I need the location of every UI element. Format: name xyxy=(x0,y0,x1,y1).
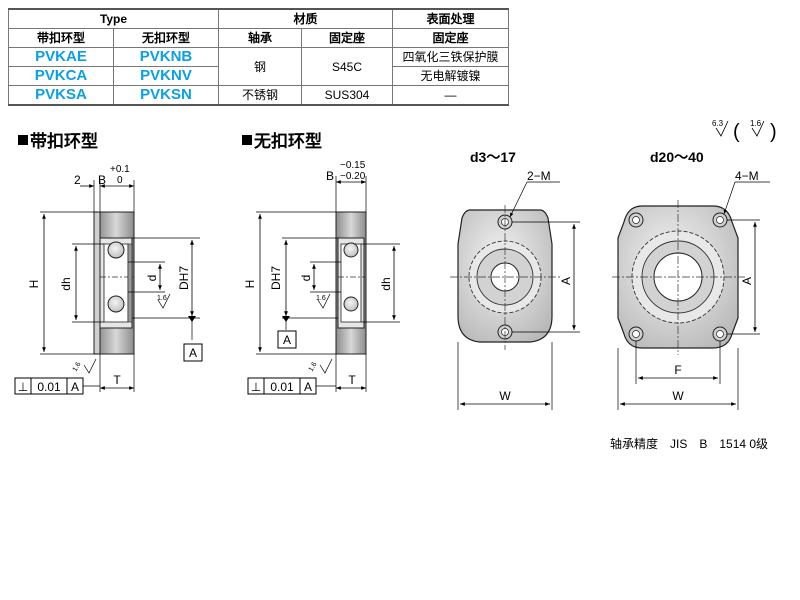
tolerance-frame: ⊥ 0.01 A xyxy=(14,377,100,395)
tolerance-value: 0.01 xyxy=(270,380,294,394)
datum-label: A xyxy=(283,333,291,347)
holes-label: 4−M xyxy=(735,169,759,183)
datum-box xyxy=(183,343,203,362)
front-view-small: d3～17 2−M A W xyxy=(450,149,580,410)
seat-body-without-ring xyxy=(335,211,367,355)
tolerance-frame: ⊥ 0.01 A xyxy=(247,377,336,395)
type-with-ring: PVKSA xyxy=(8,85,114,106)
surface-treatment: 无电解镀镍 xyxy=(392,66,509,86)
header-surface: 表面处理 xyxy=(392,8,509,29)
bearing-precision-note: 轴承精度 JIS B 1514 0级 xyxy=(610,436,768,451)
dim-DH7: DH7 xyxy=(269,266,283,290)
roughness-mark: 1.6 xyxy=(72,361,83,373)
header-type: Type xyxy=(8,8,219,29)
dim-A: A xyxy=(740,277,754,285)
front-view-large: d20～40 4−M A xyxy=(612,149,770,410)
header-surface-seat: 固定座 xyxy=(392,28,509,48)
tol-upper: −0.15 xyxy=(340,160,366,171)
perpendicularity-symbol: ⊥ xyxy=(18,380,28,394)
roughness-1-6: 1.6 xyxy=(750,119,762,128)
dim-T: T xyxy=(113,373,121,387)
dim-dh: dh xyxy=(379,277,393,290)
perpendicularity-symbol: ⊥ xyxy=(251,380,261,394)
seat-body-with-ring xyxy=(93,211,135,355)
datum-box xyxy=(277,330,297,349)
size-range-large: d20～40 xyxy=(650,149,704,165)
dim-W: W xyxy=(499,389,511,403)
section-title-without-ring: 无扣环型 xyxy=(253,131,322,151)
tolerance-value: 0.01 xyxy=(37,380,61,394)
type-without-ring: PVKSN xyxy=(113,85,219,106)
dim-DH7: DH7 xyxy=(177,266,191,290)
surface-treatment: — xyxy=(392,85,509,106)
datum-label: A xyxy=(189,346,197,360)
section-with-ring: 带扣环型 H xyxy=(14,131,203,395)
paren-close: ) xyxy=(770,121,777,143)
dim-B: B xyxy=(98,173,106,187)
tol-upper: +0.1 xyxy=(110,164,130,175)
paren-open: ( xyxy=(733,121,740,143)
dim-F: F xyxy=(674,363,681,377)
dim-T: T xyxy=(348,373,356,387)
roughness-mark: 1.6 xyxy=(157,295,167,302)
seat-material: SUS304 xyxy=(301,85,393,106)
dim-B: B xyxy=(326,169,334,183)
dim-d: d xyxy=(145,275,159,282)
dim-dh: dh xyxy=(59,277,73,290)
tol-lower: 0 xyxy=(117,175,123,186)
section-title-with-ring: 带扣环型 xyxy=(30,131,98,151)
type-without-ring: PVKNV xyxy=(113,66,219,86)
dim-d: d xyxy=(299,275,313,282)
roughness-mark: 1.6 xyxy=(308,361,319,373)
size-range-small: d3～17 xyxy=(470,149,516,165)
holes-label: 2−M xyxy=(527,169,551,183)
roughness-legend: 6.3 ( 1.6 ) xyxy=(712,119,777,143)
section-without-ring: 无扣环型 H DH7 xyxy=(242,131,400,395)
section-marker xyxy=(18,135,28,145)
roughness-mark: 1.6 xyxy=(316,295,326,302)
spec-table: Type 材质 表面处理 带扣环型 无扣环型 轴承 固定座 固定座 PVKAE … xyxy=(8,8,509,106)
section-marker xyxy=(242,135,252,145)
bearing-material: 不锈钢 xyxy=(218,85,302,106)
dim-H: H xyxy=(27,280,41,289)
datum-ref: A xyxy=(71,380,79,394)
type-with-ring: PVKCA xyxy=(8,66,114,86)
type-without-ring: PVKNB xyxy=(113,47,219,67)
dim-A: A xyxy=(559,277,573,285)
seat-material: S45C xyxy=(301,47,393,86)
roughness-6-3: 6.3 xyxy=(712,119,724,128)
dim-W: W xyxy=(672,389,684,403)
dim-two: 2 xyxy=(74,173,81,187)
datum-ref: A xyxy=(304,380,312,394)
dim-H: H xyxy=(243,280,257,289)
tol-lower: −0.20 xyxy=(340,171,366,182)
bearing-material: 钢 xyxy=(218,47,302,86)
